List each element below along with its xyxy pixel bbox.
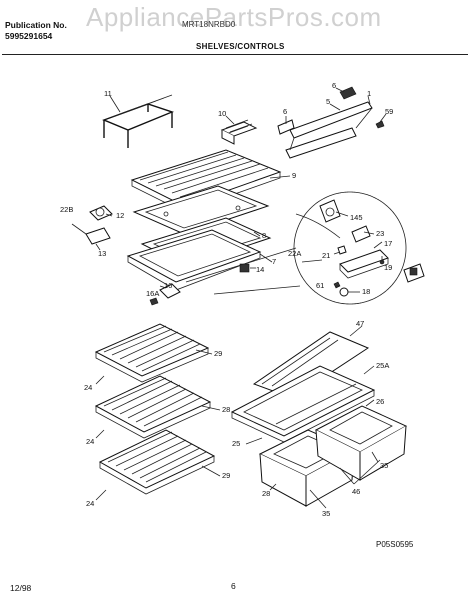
- page-number: 6: [231, 581, 236, 591]
- publication-label: Publication No.: [5, 20, 67, 30]
- callout-25: 25: [232, 439, 240, 448]
- model-number: MRT18NRBD0: [182, 20, 236, 29]
- callout-12: 12: [116, 211, 124, 220]
- callout-9: 9: [292, 171, 296, 180]
- header-rule: [2, 54, 468, 55]
- callout-17: 17: [384, 239, 392, 248]
- callout-28: 28: [222, 405, 230, 414]
- callout-24: 24: [86, 437, 94, 446]
- callout-22b: 22B: [60, 205, 73, 214]
- callout-23: 23: [376, 229, 384, 238]
- light-socket-part: [71, 205, 113, 245]
- callout-47: 47: [356, 319, 364, 328]
- callout-14: 14: [256, 265, 264, 274]
- callout-16: 16: [164, 281, 172, 290]
- callout-46: 46: [352, 487, 360, 496]
- clip-part: [220, 119, 258, 145]
- callout-24: 24: [86, 499, 94, 508]
- callout-6: 6: [283, 107, 287, 116]
- callout-61: 61: [316, 281, 324, 290]
- cover-part: [126, 217, 272, 291]
- callout-25a: 25A: [376, 361, 389, 370]
- figure-code: P05S0595: [376, 540, 414, 549]
- callout-18: 18: [362, 287, 370, 296]
- callout-24: 24: [84, 383, 92, 392]
- switch-part: [403, 263, 425, 283]
- publication-number: 5995291654: [5, 31, 53, 41]
- leader-lines: [95, 87, 387, 509]
- callout-22a: 22A: [288, 249, 301, 258]
- watermark-text: AppliancePartsPros.com: [86, 2, 382, 32]
- bracket-part: [277, 119, 295, 135]
- knob-part: [339, 86, 357, 100]
- callout-35: 35: [380, 461, 388, 470]
- footer-date: 12/98: [10, 583, 32, 593]
- screw-part: [375, 120, 385, 129]
- callout-5: 5: [326, 97, 330, 106]
- callout-29: 29: [222, 471, 230, 480]
- shelf-frame-part: [132, 185, 270, 235]
- callout-10: 10: [218, 109, 226, 118]
- shelf-rack-part: [102, 94, 175, 148]
- callout-6: 6: [332, 81, 336, 90]
- control-rail-part: [285, 101, 373, 159]
- callout-labels: 11 10 6 6 5 1 59 9 22B 12 13 8 7 14 16 1…: [60, 81, 393, 518]
- wire-shelf-part: [94, 323, 210, 383]
- callout-13: 13: [98, 249, 106, 258]
- callout-7: 7: [272, 257, 276, 266]
- section-title: SHELVES/CONTROLS: [196, 42, 285, 51]
- callout-29: 29: [214, 349, 222, 358]
- callout-26: 26: [376, 397, 384, 406]
- callout-8: 8: [262, 231, 266, 240]
- callout-28: 28: [262, 489, 270, 498]
- control-assembly-callout: [185, 191, 407, 305]
- crisper-drawer-part: [314, 405, 408, 481]
- callout-35: 35: [322, 509, 330, 518]
- callout-11: 11: [104, 89, 112, 98]
- callout-19: 19: [384, 263, 392, 272]
- callout-21: 21: [322, 251, 330, 260]
- wire-shelf-part: [94, 375, 212, 439]
- callout-59: 59: [385, 107, 393, 116]
- callout-145: 145: [350, 213, 363, 222]
- wire-shelf-part: [98, 429, 216, 495]
- callout-1: 1: [367, 89, 371, 98]
- callout-16a: 16A: [146, 289, 159, 298]
